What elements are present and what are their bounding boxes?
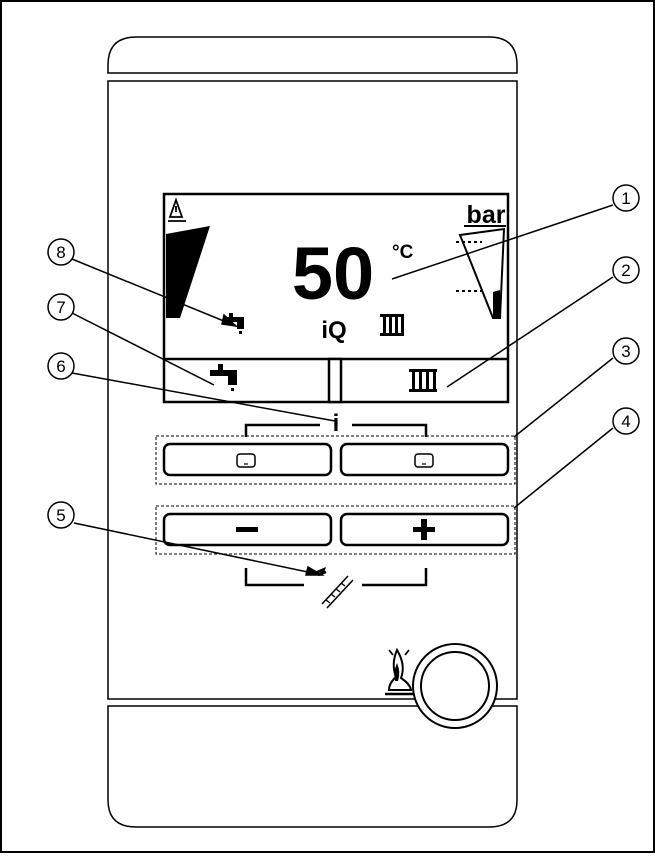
right-softkey-button[interactable] bbox=[339, 442, 510, 477]
temperature-value: 50 bbox=[292, 232, 374, 315]
flame-icon bbox=[385, 647, 414, 696]
minus-button[interactable] bbox=[162, 512, 333, 547]
info-symbol: i bbox=[333, 410, 340, 437]
callout-label: 1 bbox=[621, 189, 630, 208]
status-text: iQ bbox=[321, 317, 346, 344]
plus-icon bbox=[413, 519, 435, 540]
callout-4: 4 bbox=[612, 407, 640, 435]
callout-label: 2 bbox=[621, 261, 630, 280]
callout-arrow-heads bbox=[221, 313, 325, 576]
callout-label: 4 bbox=[621, 412, 630, 431]
lcd-softkey-separator bbox=[327, 357, 343, 404]
tap-icon bbox=[210, 364, 237, 391]
callout-2: 2 bbox=[612, 256, 640, 284]
callout-1: 1 bbox=[612, 184, 640, 212]
minus-icon bbox=[236, 527, 258, 532]
callout-label: 5 bbox=[56, 506, 65, 525]
radiator-icon bbox=[380, 314, 404, 336]
softkey-rectangle-icon bbox=[414, 453, 434, 468]
callout-8: 8 bbox=[47, 238, 75, 266]
radiator-icon bbox=[409, 369, 437, 392]
callout-label: 7 bbox=[56, 298, 65, 317]
plus-button[interactable] bbox=[339, 512, 510, 547]
callout-markers: 1 2 3 4 5 6 7 8 bbox=[47, 184, 640, 529]
lcd-display: bar 50 °C iQ bbox=[162, 192, 510, 404]
tap-icon bbox=[223, 313, 244, 334]
callout-5: 5 bbox=[47, 501, 75, 529]
temperature-unit: °C bbox=[392, 242, 414, 263]
softkey-rectangle-icon bbox=[236, 453, 256, 468]
info-bracket: i bbox=[244, 410, 428, 437]
callout-7: 7 bbox=[47, 293, 75, 321]
callout-6: 6 bbox=[47, 352, 75, 380]
chimney-sweep-bracket bbox=[244, 567, 428, 609]
power-button[interactable] bbox=[412, 643, 498, 729]
adjust-group-outline bbox=[155, 505, 516, 555]
left-softkey-button[interactable] bbox=[162, 442, 333, 477]
fault-warning-icon bbox=[168, 197, 186, 222]
softkey-group-outline bbox=[155, 435, 516, 485]
pressure-gauge bbox=[456, 227, 506, 319]
callout-label: 8 bbox=[56, 243, 65, 262]
callout-label: 6 bbox=[56, 357, 65, 376]
panel-body bbox=[107, 80, 518, 700]
callout-label: 3 bbox=[621, 342, 630, 361]
callout-leader-lines bbox=[71, 204, 614, 576]
left-bar-graph bbox=[166, 226, 210, 318]
panel-top-cap bbox=[107, 36, 518, 74]
callout-3: 3 bbox=[612, 337, 640, 365]
panel-bottom-cap bbox=[107, 705, 518, 828]
pressure-unit: bar bbox=[467, 201, 506, 229]
